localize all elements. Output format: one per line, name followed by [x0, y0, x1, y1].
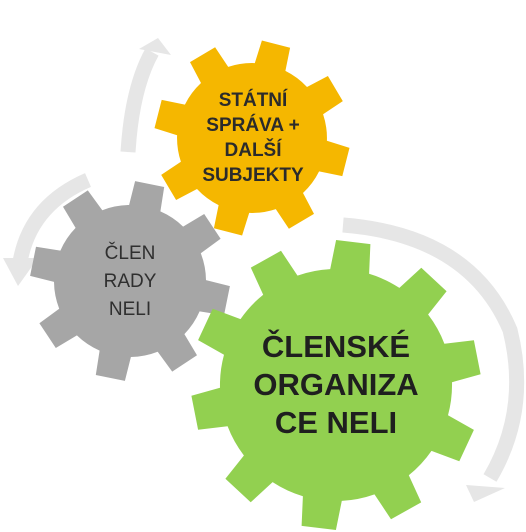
council-member-label: ČLEN RADY NELI [78, 237, 182, 327]
cycle-arrows [3, 38, 525, 502]
member-label-line-3: NELI [108, 299, 152, 320]
arrow-right-head [466, 485, 505, 502]
orgs-label-line-1: ČLENSKÉ [261, 329, 411, 364]
member-organizations-gear [191, 240, 481, 530]
arrow-left-track [12, 173, 92, 264]
state-label-line-3: DALŠÍ [224, 140, 282, 161]
council-member-gear [30, 181, 230, 381]
arrow-up-track [120, 48, 159, 153]
arrow-left-head [3, 258, 38, 286]
state-label-line-4: SUBJEKTY [202, 165, 304, 186]
state-administration-label: STÁTNÍ SPRÁVA + DALŠÍ SUBJEKTY [188, 88, 318, 188]
orgs-label-line-2: ORGANIZA [253, 367, 419, 402]
member-label-line-1: ČLEN [104, 243, 156, 264]
state-label-line-1: STÁTNÍ [218, 90, 288, 111]
state-administration-gear [154, 40, 350, 236]
arrow-up-head [139, 38, 171, 55]
arrow-right-track [342, 217, 525, 482]
member-label-line-2: RADY [103, 271, 157, 292]
state-label-line-2: SPRÁVA + [206, 115, 300, 136]
member-organizations-label: ČLENSKÉ ORGANIZA CE NELI [253, 325, 419, 445]
orgs-label-line-3: CE NELI [274, 405, 398, 440]
